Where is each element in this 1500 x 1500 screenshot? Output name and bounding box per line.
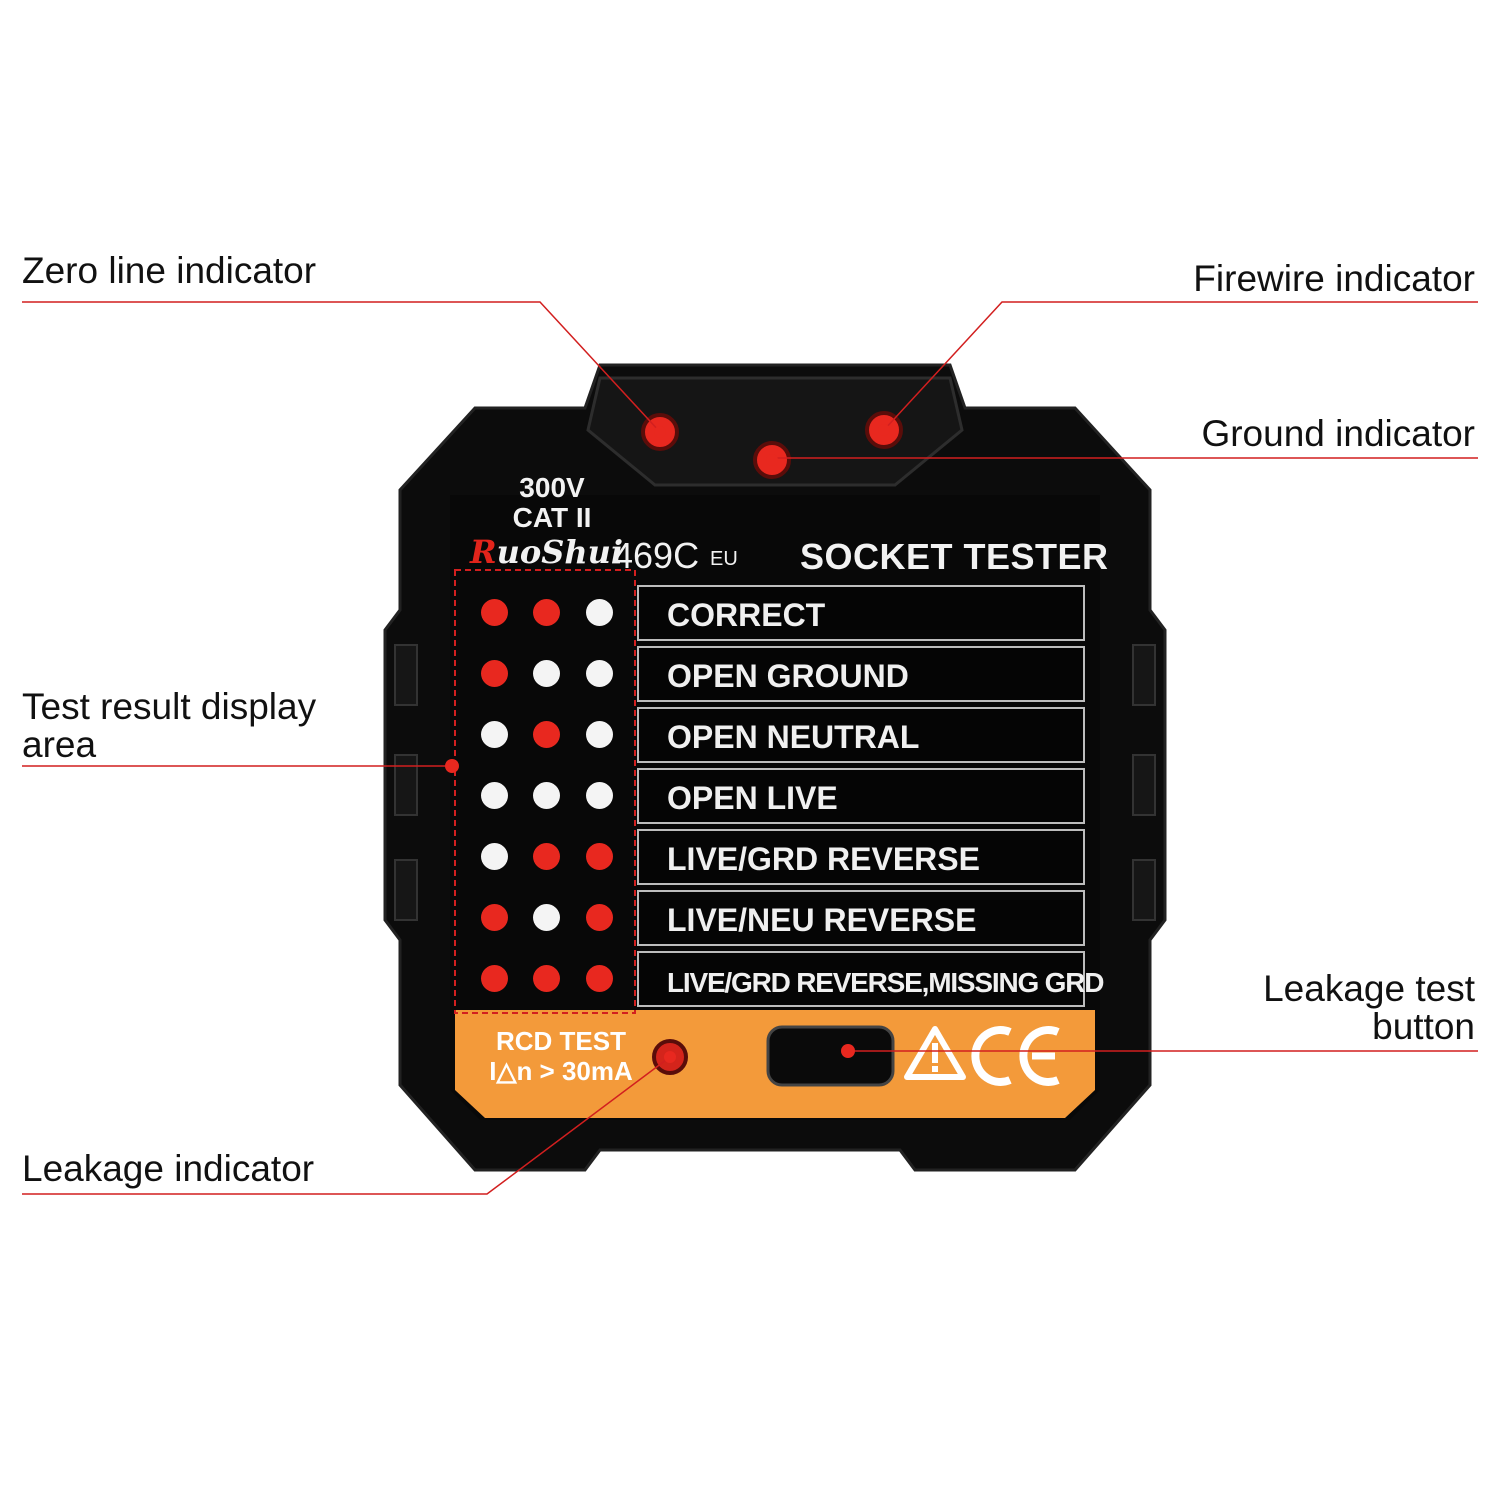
status-label-box: LIVE/GRD REVERSE bbox=[637, 829, 1085, 885]
rcd-test-label: RCD TEST bbox=[496, 1026, 626, 1056]
model-region: EU bbox=[710, 548, 738, 570]
status-label: OPEN GROUND bbox=[667, 658, 909, 694]
status-label: OPEN LIVE bbox=[667, 780, 838, 816]
status-lamp-white bbox=[533, 660, 560, 687]
status-label-box: CORRECT bbox=[637, 585, 1085, 641]
status-row: OPEN GROUND bbox=[459, 646, 1087, 702]
status-row: OPEN LIVE bbox=[459, 768, 1087, 824]
status-lamp-white bbox=[586, 660, 613, 687]
brand-logo: RuoShui bbox=[470, 533, 623, 571]
side-grip-right-2 bbox=[1132, 754, 1156, 816]
status-lamp-white bbox=[481, 782, 508, 809]
status-lamp-red bbox=[481, 904, 508, 931]
status-lamp-white bbox=[533, 782, 560, 809]
status-row: LIVE/GRD REVERSE bbox=[459, 829, 1087, 885]
device-title: SOCKET TESTER bbox=[800, 536, 1109, 577]
callout-test-result-line2: area bbox=[22, 724, 97, 765]
rating-category: CAT II bbox=[512, 502, 592, 533]
status-lamp-red bbox=[481, 965, 508, 992]
ce-mark-icon bbox=[971, 1026, 1060, 1086]
status-lamps bbox=[459, 585, 634, 641]
status-lamp-red bbox=[533, 721, 560, 748]
rcd-test-button[interactable] bbox=[766, 1025, 895, 1087]
leader-zero-line bbox=[22, 301, 661, 433]
callout-zero-line: Zero line indicator bbox=[22, 250, 317, 291]
leader-leakage-indicator bbox=[22, 1056, 671, 1195]
status-label-box: OPEN GROUND bbox=[637, 646, 1085, 702]
callout-firewire: Firewire indicator bbox=[1193, 258, 1475, 299]
callout-ground: Ground indicator bbox=[1201, 413, 1475, 454]
status-label-box: OPEN NEUTRAL bbox=[637, 707, 1085, 763]
status-label-box: OPEN LIVE bbox=[637, 768, 1085, 824]
side-grip-right-1 bbox=[1132, 644, 1156, 706]
status-label: LIVE/NEU REVERSE bbox=[667, 902, 977, 938]
status-lamps bbox=[459, 890, 634, 946]
status-lamp-red bbox=[586, 965, 613, 992]
status-lamp-red bbox=[533, 599, 560, 626]
brand-first-letter: R bbox=[470, 533, 497, 571]
status-lamp-red bbox=[481, 660, 508, 687]
callout-test-result-line1: Test result display bbox=[22, 686, 317, 727]
status-lamps bbox=[459, 707, 634, 763]
status-row: LIVE/NEU REVERSE bbox=[459, 890, 1087, 946]
status-row: LIVE/GRD REVERSE,MISSING GRD bbox=[459, 951, 1104, 1007]
result-area-highlight bbox=[454, 569, 636, 1014]
status-lamp-white bbox=[586, 782, 613, 809]
side-grip-right-3 bbox=[1132, 859, 1156, 921]
callout-leakage-test: Leakage test button bbox=[1263, 970, 1475, 1046]
side-grip-left-3 bbox=[394, 859, 418, 921]
leader-firewire bbox=[883, 301, 1478, 431]
status-lamp-red bbox=[586, 904, 613, 931]
status-label: LIVE/GRD REVERSE,MISSING GRD bbox=[667, 967, 1104, 998]
leader-lines bbox=[22, 301, 1478, 1195]
status-lamp-red bbox=[533, 843, 560, 870]
status-lamp-white bbox=[586, 721, 613, 748]
rating-voltage: 300V bbox=[519, 472, 585, 503]
side-grip-left-2 bbox=[394, 754, 418, 816]
status-lamps bbox=[459, 768, 634, 824]
status-label: LIVE/GRD REVERSE bbox=[667, 841, 980, 877]
status-label: OPEN NEUTRAL bbox=[667, 719, 920, 755]
status-lamp-red bbox=[586, 843, 613, 870]
status-row: CORRECT bbox=[459, 585, 1087, 641]
status-lamp-red bbox=[533, 965, 560, 992]
status-lamps bbox=[459, 646, 634, 702]
status-lamps bbox=[459, 951, 634, 1007]
callout-leakage-test-line2: button bbox=[1372, 1006, 1475, 1047]
status-label: CORRECT bbox=[667, 597, 826, 633]
callout-leakage-indicator: Leakage indicator bbox=[22, 1148, 315, 1189]
side-grip-left-1 bbox=[394, 644, 418, 706]
status-lamp-white bbox=[481, 843, 508, 870]
status-lamp-white bbox=[481, 721, 508, 748]
leader-dots bbox=[445, 424, 890, 1063]
status-row: OPEN NEUTRAL bbox=[459, 707, 1087, 763]
callout-test-result: Test result display area bbox=[22, 688, 316, 764]
brand-rest: uoShui bbox=[496, 533, 623, 571]
model-number: 469C bbox=[613, 535, 700, 576]
status-lamp-red bbox=[481, 599, 508, 626]
status-label-box: LIVE/NEU REVERSE bbox=[637, 890, 1085, 946]
status-lamp-white bbox=[586, 599, 613, 626]
callout-leakage-test-line1: Leakage test bbox=[1263, 968, 1475, 1009]
status-lamps bbox=[459, 829, 634, 885]
status-label-box: LIVE/GRD REVERSE,MISSING GRD bbox=[637, 951, 1104, 1007]
status-lamp-white bbox=[533, 904, 560, 931]
warning-triangle-icon bbox=[904, 1026, 966, 1080]
rcd-threshold-label: I△n > 30mA bbox=[489, 1056, 633, 1086]
